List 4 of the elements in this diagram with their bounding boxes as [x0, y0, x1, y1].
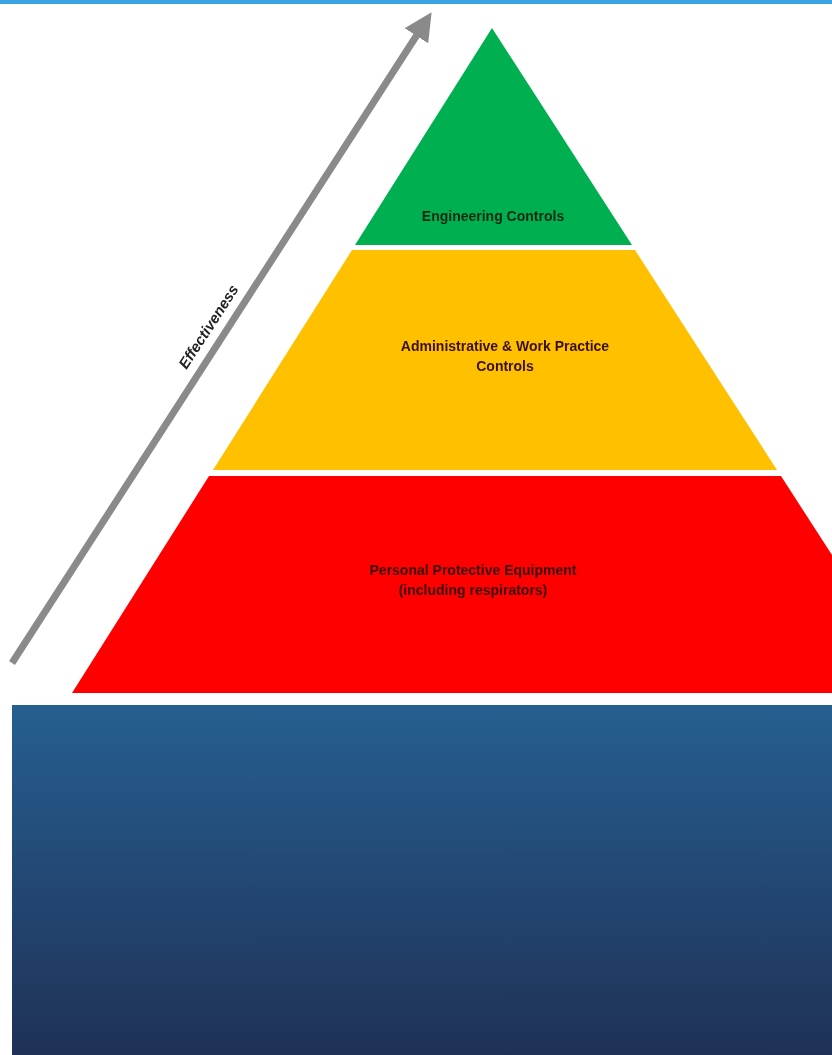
pyramid-tier [355, 28, 635, 246]
tier-label: Engineering Controls [420, 207, 566, 226]
tier-label: Personal Protective Equipment (including respirators) [368, 561, 578, 601]
tier-label: Administrative & Work Practice Controls [399, 337, 611, 377]
